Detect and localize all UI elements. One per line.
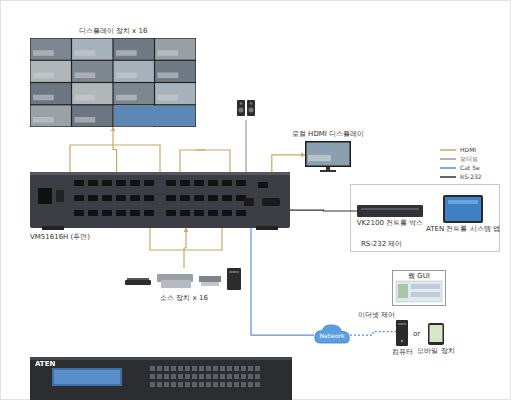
node-label: 소스 장치 x 16 bbox=[160, 294, 208, 302]
control-box-art bbox=[357, 205, 423, 217]
node-label: 모바일 장치 bbox=[417, 347, 454, 355]
node-label: 웹 GUI bbox=[408, 272, 430, 280]
brand-logo: ATEN bbox=[35, 360, 55, 368]
legend-text: HDMI bbox=[460, 146, 476, 154]
mobile-device-art bbox=[428, 323, 444, 345]
control-app-tablet-art bbox=[443, 195, 483, 223]
rs232-control-panel: RS-232 제어VK2100 컨트롤 박스ATEN 컨트롤 시스템 앱 bbox=[350, 184, 500, 252]
front-buttons bbox=[150, 366, 260, 387]
computer: 컴퓨터 bbox=[396, 320, 408, 346]
video-wall: 디스플레이 장치 x 16 bbox=[30, 38, 196, 127]
source-devices: 소스 장치 x 16 bbox=[125, 268, 243, 292]
local-hdmi-display: 로컬 HDMI 디스플레이 bbox=[305, 141, 351, 172]
matrix-switch-rear: VM51616H (후면) bbox=[30, 172, 290, 228]
source-bracket bbox=[150, 228, 222, 250]
audio-wire bbox=[245, 120, 246, 172]
legend-text: Cat 5e bbox=[460, 164, 480, 172]
legend-sample bbox=[440, 148, 456, 152]
node-label: VM51616H (후면) bbox=[30, 233, 90, 241]
node-label: 디스플레이 장치 x 16 bbox=[79, 27, 148, 35]
or-label: or bbox=[413, 330, 420, 338]
node-label: VK2100 컨트롤 박스 bbox=[357, 219, 424, 227]
web-gui-window: 웹 GUI bbox=[392, 270, 446, 306]
hdmi-bracket bbox=[70, 145, 230, 172]
network-link bbox=[350, 332, 396, 335]
control-box: VK2100 컨트롤 박스 bbox=[357, 205, 423, 217]
hdmi-input-connector bbox=[184, 228, 189, 268]
mobile-device: 모바일 장치 bbox=[428, 323, 444, 345]
front-panel bbox=[30, 357, 292, 400]
node-label: 컴퓨터 bbox=[392, 348, 413, 356]
video-wall-art bbox=[30, 38, 196, 127]
node-label: 로컬 HDMI 디스플레이 bbox=[292, 130, 364, 138]
local-hdmi-display-art bbox=[305, 141, 351, 172]
network-cloud: Network bbox=[314, 323, 350, 345]
rs232-connector bbox=[290, 210, 357, 212]
ethernet-control-label: 이더넷 제어 bbox=[358, 311, 395, 319]
node-label: ATEN 컨트롤 시스템 앱 bbox=[426, 225, 500, 233]
legend-text: RS-232 bbox=[460, 173, 482, 181]
computer-art bbox=[396, 320, 408, 346]
ethernet-connector bbox=[251, 228, 314, 335]
speakers bbox=[237, 100, 255, 116]
hdmi-local-connector bbox=[272, 153, 305, 172]
source-devices-art bbox=[125, 268, 243, 292]
node-label: Network bbox=[319, 332, 344, 340]
matrix-switch-rear-art bbox=[30, 172, 290, 228]
legend-sample bbox=[440, 157, 456, 161]
legend-text: 오디오 bbox=[460, 155, 478, 163]
hdmi-output-connector bbox=[111, 127, 117, 172]
legend-sample bbox=[440, 166, 456, 170]
control-app-tablet: ATEN 컨트롤 시스템 앱 bbox=[443, 195, 483, 223]
node-label: RS-232 제어 bbox=[361, 240, 402, 248]
legend-sample bbox=[440, 175, 456, 179]
